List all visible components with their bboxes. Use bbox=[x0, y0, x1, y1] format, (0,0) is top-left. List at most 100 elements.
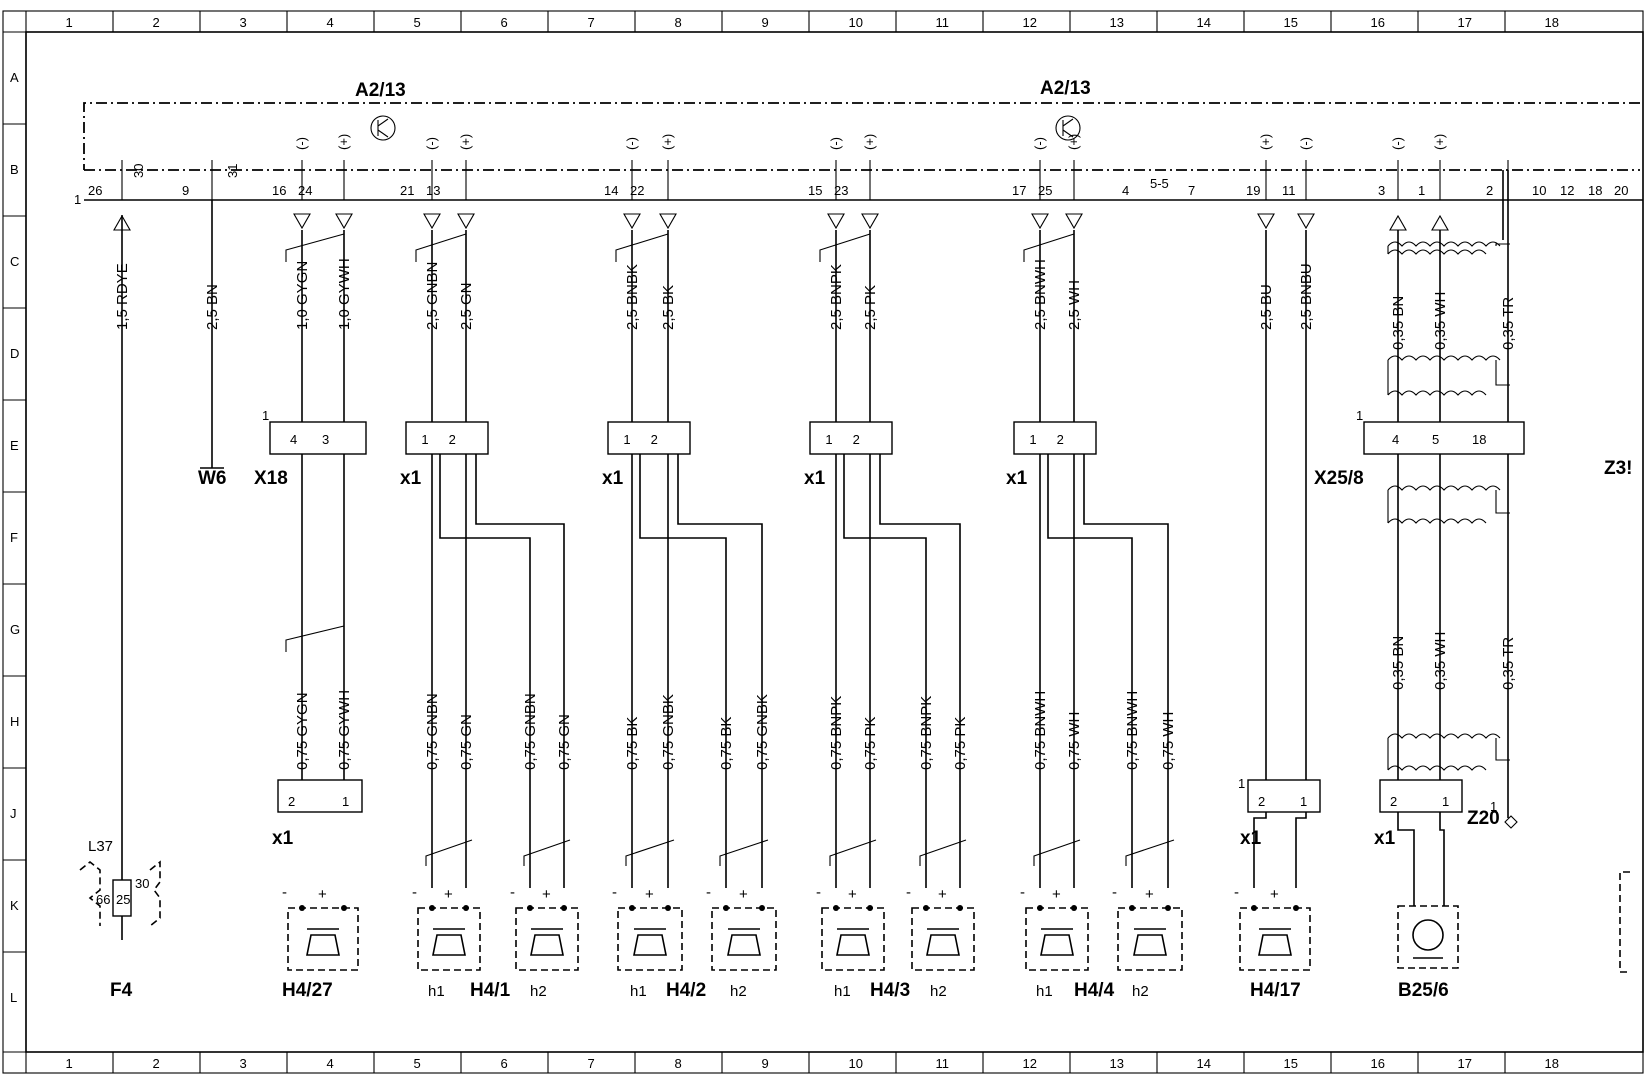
bus-pin: 19 bbox=[1246, 183, 1260, 198]
bus-polarity: (-) bbox=[1032, 137, 1047, 150]
shield-wave bbox=[1387, 241, 1501, 247]
wire-label-upper: 1,0 GYGN bbox=[294, 261, 311, 330]
grid-col-bottom: 10 bbox=[849, 1056, 863, 1071]
speaker-icon bbox=[1133, 928, 1167, 956]
bus-arrow bbox=[1431, 214, 1449, 231]
bus-pin: 18 bbox=[1588, 183, 1602, 198]
speaker: -+ bbox=[906, 884, 975, 971]
twist-mark bbox=[285, 233, 345, 262]
wire-label-upper: 0,35 WH bbox=[1432, 292, 1449, 350]
z35-bracket bbox=[1619, 871, 1630, 973]
speakers: -+-+-+-+-+-+-+-+-+-+ bbox=[282, 884, 1311, 971]
bus-pin: 9 bbox=[182, 183, 189, 198]
bus-link: 5-5 bbox=[1150, 176, 1169, 191]
bus-pin-1: 1 bbox=[74, 192, 81, 207]
bus-arrow bbox=[1065, 213, 1083, 230]
bus-arrow bbox=[1389, 214, 1407, 231]
wire-label-upper: 2,5 BNPK bbox=[828, 264, 845, 330]
wire-label-upper: 2,5 PK bbox=[862, 285, 879, 330]
shield-wave bbox=[1387, 485, 1501, 491]
wire bbox=[1397, 230, 1415, 906]
speaker-plus: + bbox=[444, 886, 453, 903]
wire-label-lower: 0,75 GNBK bbox=[660, 694, 677, 770]
wire-label-upper: 2,5 GN bbox=[458, 282, 475, 330]
grid-row: G bbox=[10, 622, 20, 637]
twist-mark bbox=[285, 625, 345, 652]
speaker-terminal bbox=[665, 905, 671, 911]
microphone-icon bbox=[1412, 919, 1444, 951]
grid-col-top: 16 bbox=[1371, 15, 1385, 30]
fuse-name: F4 bbox=[110, 980, 133, 1001]
connector-name: x1 bbox=[272, 828, 294, 849]
connector-pin: 1 bbox=[342, 794, 349, 809]
grid-row: H bbox=[10, 714, 19, 729]
shield-edge bbox=[1387, 738, 1510, 770]
a213-label-right: A2/13 bbox=[1040, 78, 1091, 99]
bus-polarity: (+) bbox=[1432, 134, 1447, 150]
grid-col-top: 6 bbox=[501, 15, 508, 30]
wire-label-upper: 0,35 BN bbox=[1390, 296, 1407, 350]
speaker-minus: - bbox=[906, 884, 911, 901]
speaker-plus: + bbox=[938, 886, 947, 903]
wire-label-lower: 0,75 WH bbox=[1066, 712, 1083, 770]
wire-label-lower: 0,75 GYWH bbox=[336, 690, 353, 770]
speaker-terminal bbox=[1251, 905, 1257, 911]
connector-body bbox=[809, 421, 893, 455]
wire-label-lower: 0,75 BNWH bbox=[1124, 691, 1141, 770]
speaker-box bbox=[711, 907, 777, 971]
speaker-terminal bbox=[341, 905, 347, 911]
speaker-minus: - bbox=[282, 884, 287, 901]
speaker-terminal bbox=[561, 905, 567, 911]
grid-col-bottom: 17 bbox=[1458, 1056, 1472, 1071]
speaker-plus: + bbox=[1270, 886, 1279, 903]
shield-wave bbox=[1387, 249, 1487, 255]
grid-col-bottom: 2 bbox=[153, 1056, 160, 1071]
shield-wave bbox=[1387, 390, 1487, 396]
bus-pin: 15 bbox=[808, 183, 822, 198]
grid-col-top: 4 bbox=[327, 15, 334, 30]
bus-arrow bbox=[827, 213, 845, 230]
grid-col-top: 2 bbox=[153, 15, 160, 30]
speaker-box bbox=[821, 907, 885, 971]
speaker-icon bbox=[1040, 928, 1074, 956]
connector-name: x1 bbox=[400, 468, 422, 489]
connector-name: x1 bbox=[602, 468, 624, 489]
wire-label-lower: 0,75 GNBN bbox=[522, 693, 539, 770]
grid-col-bottom: 4 bbox=[327, 1056, 334, 1071]
bus-polarity: (+) bbox=[1258, 134, 1273, 150]
bus-arrow bbox=[861, 213, 879, 230]
connector-pin: 4 bbox=[290, 432, 297, 447]
connector-name: X25/8 bbox=[1314, 468, 1364, 489]
wire bbox=[1253, 230, 1267, 888]
speaker-name: H4/27 bbox=[282, 980, 333, 1001]
wire-label-lower: 0,35 TR bbox=[1500, 637, 1517, 690]
wire-label-lower: 0,35 BN bbox=[1390, 636, 1407, 690]
grid-row: K bbox=[10, 898, 19, 913]
connector-pin: 2 bbox=[1258, 794, 1265, 809]
connector-body bbox=[1013, 421, 1097, 455]
wire bbox=[1439, 230, 1445, 906]
wire-label-lower: 0,75 GYGN bbox=[294, 692, 311, 770]
connector-body bbox=[607, 421, 691, 455]
wire-label-upper: 2,5 GNBN bbox=[424, 262, 441, 330]
speaker-minus: - bbox=[412, 884, 417, 901]
speaker-terminal bbox=[867, 905, 873, 911]
grid-col-top: 14 bbox=[1197, 15, 1211, 30]
twist-mark bbox=[829, 839, 877, 866]
grid-row: E bbox=[10, 438, 19, 453]
connector-name: x1 bbox=[1240, 828, 1262, 849]
speaker-icon bbox=[1258, 928, 1292, 956]
bus-arrow bbox=[335, 213, 353, 230]
wire-label-upper: 1,0 GYWH bbox=[336, 258, 353, 330]
bus-arrow bbox=[1257, 213, 1275, 230]
grid-row: B bbox=[10, 162, 19, 177]
connector-body bbox=[1247, 779, 1321, 813]
bus-arrow bbox=[1297, 213, 1315, 230]
bus-polarity: (-) bbox=[624, 137, 639, 150]
